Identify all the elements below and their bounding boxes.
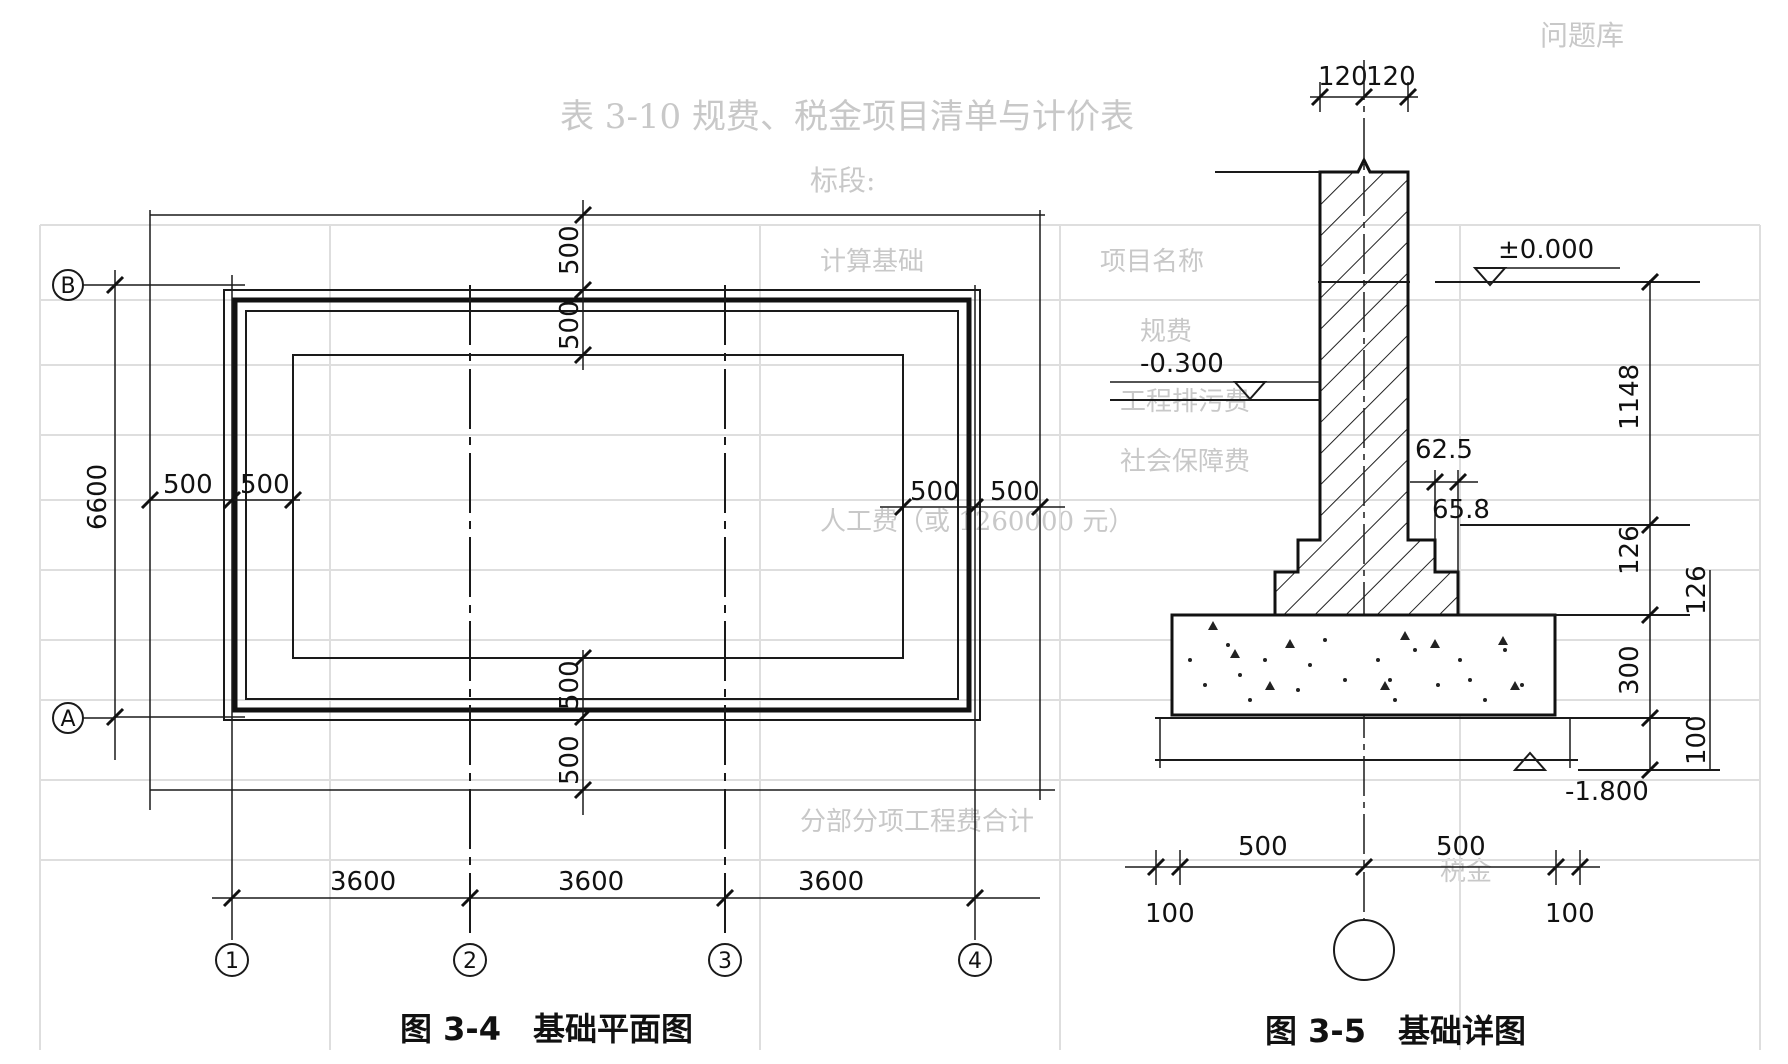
dim-tick	[1030, 497, 1050, 517]
aggregate-dots	[1188, 621, 1524, 702]
dim-tick	[1398, 87, 1418, 107]
dim-bay-3: 3600	[798, 867, 864, 897]
dim-tick	[1640, 272, 1660, 292]
dim-tick	[140, 490, 160, 510]
dim-tick	[222, 888, 242, 908]
bg-table-title: 表 3-10 规费、税金项目清单与计价表	[560, 97, 1134, 137]
brick-wall-section	[1273, 156, 1460, 617]
dim-tick	[1310, 87, 1330, 107]
axis-label-4: 4	[968, 949, 982, 974]
bg-row7: 分部分项工程费合计	[800, 807, 1034, 837]
dim-bottom-offset-1: 500	[555, 660, 585, 710]
dim-tick	[573, 280, 593, 300]
dim-1148: 1148	[1615, 364, 1645, 430]
dim-126-b: 126	[1682, 565, 1712, 615]
wall-outline	[232, 297, 972, 713]
detail-axis-bubble	[1333, 919, 1395, 981]
dim-tick	[460, 888, 480, 908]
foundation-detail: 120 120	[1110, 60, 1720, 1050]
dim-tick	[965, 888, 985, 908]
dim-step-65-8: 65.8	[1432, 495, 1490, 525]
axis-bubble-4	[958, 943, 992, 977]
background-bleed-through: 问题库 表 3-10 规费、税金项目清单与计价表 标段: 计算基础 项目名称 规…	[39, 19, 1761, 1050]
bg-bid-label: 标段:	[810, 164, 875, 197]
level-ground: -0.300	[1140, 349, 1224, 379]
dim-6600: 6600	[83, 464, 113, 530]
bg-row1: 项目名称	[1100, 247, 1204, 277]
dim-left-offset-2: 500	[240, 470, 290, 500]
axis-label-1: 1	[225, 949, 239, 974]
dim-right-offset-1: 500	[910, 477, 960, 507]
dim-right-offset-2: 500	[990, 477, 1040, 507]
dim-wall-half-1: 120	[1318, 62, 1368, 92]
dim-tick	[1640, 760, 1660, 780]
level-bottom: -1.800	[1565, 777, 1649, 807]
dim-bottom-100-left: 100	[1145, 899, 1195, 929]
dim-tick	[573, 780, 593, 800]
dim-tick	[893, 497, 913, 517]
concrete-cushion	[1170, 613, 1557, 717]
axis-bubble-3	[708, 943, 742, 977]
bg-row5: 社会保障费	[1120, 447, 1250, 477]
axis-label-2: 2	[463, 949, 477, 974]
bg-row8: 税金	[1440, 857, 1492, 887]
figure2-caption: 图 3-5 基础详图	[1265, 1012, 1526, 1050]
bg-top-right: 问题库	[1540, 19, 1624, 52]
dim-tick	[715, 888, 735, 908]
dim-tick	[573, 205, 593, 225]
axis-label-3: 3	[718, 949, 732, 974]
bg-row6: 人工费（或 1260000 元）	[820, 507, 1134, 537]
level-floor: ±0.000	[1498, 235, 1594, 265]
dim-126-a: 126	[1615, 525, 1645, 575]
dim-tick	[965, 497, 985, 517]
dim-bay-2: 3600	[558, 867, 624, 897]
dim-300: 300	[1615, 645, 1645, 695]
figure1-caption: 图 3-4 基础平面图	[400, 1010, 693, 1048]
axis-label-b: B	[60, 274, 75, 299]
axis-bubble-2	[453, 943, 487, 977]
dim-tick	[222, 490, 242, 510]
dim-tick	[283, 490, 303, 510]
dim-tick	[1640, 708, 1660, 728]
dim-top-offset-2: 500	[555, 300, 585, 350]
dim-tick	[1354, 857, 1374, 877]
axis-bubble-1	[215, 943, 249, 977]
dim-tick	[1640, 605, 1660, 625]
dim-100: 100	[1682, 715, 1712, 765]
axis-label-a: A	[60, 707, 75, 732]
bg-row2: 计算基础	[820, 247, 924, 277]
dim-tick	[105, 707, 125, 727]
level-marker-bottom	[1512, 751, 1548, 771]
inner-trench-edge	[292, 354, 904, 659]
dim-step-62-5: 62.5	[1415, 435, 1473, 465]
dim-bottom-500-right: 500	[1436, 832, 1486, 862]
bg-row3: 规费	[1140, 317, 1192, 347]
bg-row4: 工程排污费	[1120, 387, 1250, 417]
dim-bottom-offset-2: 500	[555, 735, 585, 785]
dim-tick	[573, 648, 593, 668]
dim-bottom-100-right: 100	[1545, 899, 1595, 929]
dim-tick	[1640, 515, 1660, 535]
foundation-plan: 6600 B A 500 500 500 500 500 500 5	[52, 200, 1065, 1048]
dim-bottom-500-left: 500	[1238, 832, 1288, 862]
dim-tick	[573, 345, 593, 365]
dim-top-offset-1: 500	[555, 225, 585, 275]
dim-left-offset-1: 500	[163, 470, 213, 500]
dim-tick	[1448, 472, 1468, 492]
wall-inner-edge	[245, 310, 959, 700]
dim-wall-half-2: 120	[1366, 62, 1416, 92]
dim-tick	[573, 707, 593, 727]
outer-trench-edge	[223, 289, 981, 721]
dim-bay-1: 3600	[330, 867, 396, 897]
dim-tick	[1425, 472, 1445, 492]
